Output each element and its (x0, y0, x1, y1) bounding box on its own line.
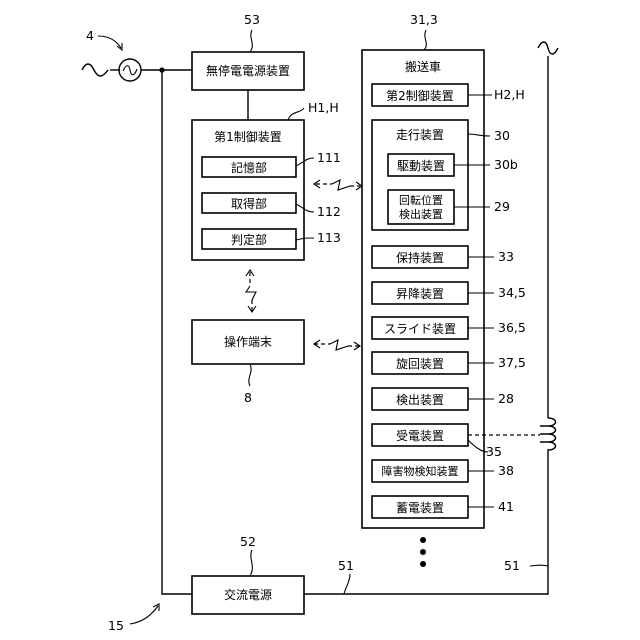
ref-30: 30 (494, 128, 510, 143)
holding-device-label: 保持装置 (396, 250, 444, 265)
ref-112: 112 (317, 204, 341, 219)
leader-31-3 (424, 30, 426, 50)
terminal-label: 操作端末 (224, 334, 272, 349)
ref-37-5: 37,5 (498, 355, 526, 370)
leader-8 (249, 364, 251, 386)
ellipsis-dot (420, 549, 426, 555)
wireless-link-icon (314, 180, 362, 190)
ref-28: 28 (498, 391, 514, 406)
ref-30b: 30b (494, 157, 518, 172)
input-squiggle (82, 64, 108, 76)
detection-device-label: 検出装置 (396, 393, 444, 407)
ups-label: 無停電電源装置 (206, 63, 290, 78)
ref-34-5: 34,5 (498, 285, 526, 300)
storage-battery-label: 蓄電装置 (396, 501, 444, 515)
ref-36-5: 36,5 (498, 320, 526, 335)
ref-113: 113 (317, 230, 341, 245)
arrow-head-15 (153, 604, 159, 611)
ref-31-3: 31,3 (410, 12, 438, 27)
ac-source-icon (119, 59, 141, 81)
acquisition-unit-label: 取得部 (231, 196, 267, 211)
drive-device-label: 駆動装置 (397, 159, 445, 173)
controller1-title: 第1制御装置 (214, 129, 282, 144)
ref-53: 53 (244, 12, 260, 27)
receiving-device-label: 受電装置 (396, 429, 444, 443)
ref-51b: 51 (504, 558, 520, 573)
leader-51a (344, 574, 350, 594)
ref-15: 15 (108, 618, 124, 633)
leader-52 (250, 550, 252, 576)
ac-power-label: 交流電源 (224, 587, 272, 602)
ref-51a: 51 (338, 558, 354, 573)
travel-device-label: 走行装置 (396, 128, 444, 142)
leader-51b (530, 565, 548, 566)
leader-h1h (288, 108, 304, 120)
controller2-label: 第2制御装置 (386, 88, 454, 103)
ellipsis-dot (420, 561, 426, 567)
ellipsis-dot (420, 537, 426, 543)
ref-29: 29 (494, 199, 510, 214)
rotation-detector-line1: 回転位置 (399, 193, 443, 207)
pickup-coil-icon (541, 418, 556, 452)
wireless-link-icon (314, 340, 360, 350)
ref-41: 41 (498, 499, 514, 514)
ref-111: 111 (317, 150, 341, 165)
feeder-top-squiggle (538, 42, 558, 54)
lifting-device-label: 昇降装置 (396, 287, 444, 301)
judgment-unit-label: 判定部 (231, 232, 267, 247)
obstacle-detector-label: 障害物検知装置 (382, 464, 459, 478)
ref-4: 4 (86, 28, 94, 43)
ref-h1h: H1,H (308, 100, 339, 115)
leader-15 (130, 606, 158, 624)
vehicle-title: 搬送車 (405, 59, 441, 74)
ref-52: 52 (240, 534, 256, 549)
swivel-device-label: 旋回装置 (396, 357, 444, 371)
slide-device-label: スライド装置 (384, 322, 456, 336)
wireless-link-icon (246, 270, 256, 312)
leader-53 (250, 30, 252, 52)
bus-vertical-left (162, 70, 192, 594)
storage-unit-label: 記憶部 (231, 160, 267, 175)
ref-35: 35 (486, 444, 502, 459)
ref-38: 38 (498, 463, 514, 478)
rotation-detector-line2: 検出装置 (399, 207, 443, 221)
ref-h2h: H2,H (494, 87, 525, 102)
ref-33: 33 (498, 249, 514, 264)
ref-8: 8 (244, 390, 252, 405)
